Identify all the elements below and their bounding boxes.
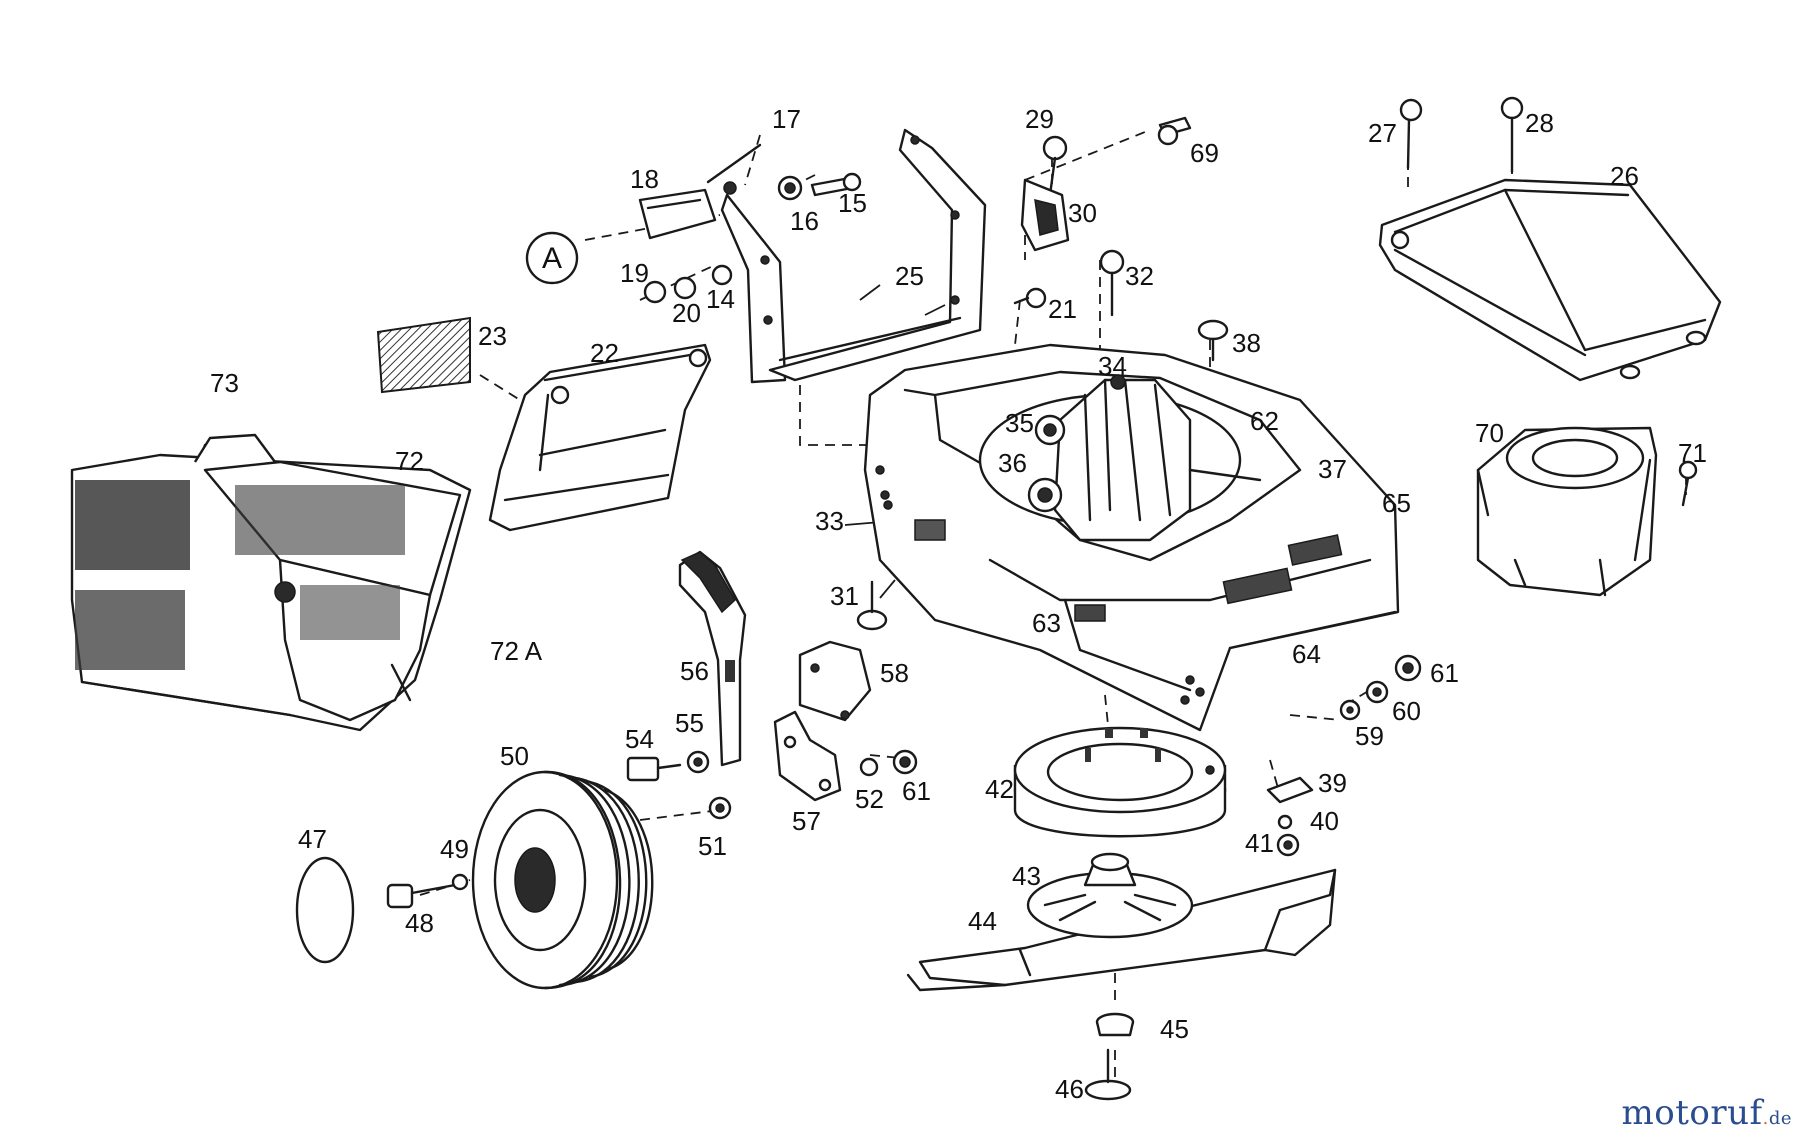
- watermark-brand: motoruf: [1621, 1093, 1763, 1133]
- screws-deck: [856, 249, 1229, 631]
- label-51: 51: [698, 831, 727, 861]
- label-71: 71: [1678, 438, 1707, 468]
- label-14: 14: [706, 284, 735, 314]
- watermark-logo: motoruf.de: [1621, 1093, 1792, 1133]
- label-54: 54: [625, 724, 654, 754]
- rear-flap: [488, 343, 712, 532]
- grass-catcher: [70, 433, 472, 732]
- label-29: 29: [1025, 104, 1054, 134]
- label-35: 35: [1005, 408, 1034, 438]
- label-60: 60: [1392, 696, 1421, 726]
- blade-clip: [1266, 776, 1314, 857]
- label-64: 64: [1292, 639, 1321, 669]
- label-72: 72: [395, 446, 424, 476]
- motor-cover: [1378, 96, 1722, 382]
- label-43: 43: [1012, 861, 1041, 891]
- label-27: 27: [1368, 118, 1397, 148]
- label-40: 40: [1310, 806, 1339, 836]
- label-19: 19: [620, 258, 649, 288]
- label-31: 31: [830, 581, 859, 611]
- height-adjuster: [626, 550, 918, 820]
- label-18: 18: [630, 164, 659, 194]
- label-26: 26: [1610, 161, 1639, 191]
- label-32: 32: [1125, 261, 1154, 291]
- label-52: 52: [855, 784, 884, 814]
- label-41: 41: [1245, 828, 1274, 858]
- label-73: 73: [210, 368, 239, 398]
- label-62: 62: [1250, 406, 1279, 436]
- watermark-tld: de: [1768, 1108, 1792, 1129]
- label-50: 50: [500, 741, 529, 771]
- callout-labels: A 17 18 15 16 19 20 14 25 29 30 69 27 28…: [210, 104, 1707, 1104]
- label-15: 15: [838, 188, 867, 218]
- label-ref-a: A: [542, 242, 562, 275]
- warning-label: [376, 316, 471, 394]
- label-21: 21: [1048, 294, 1077, 324]
- label-63: 63: [1032, 608, 1061, 638]
- label-42: 42: [985, 774, 1014, 804]
- label-72a: 72 A: [490, 636, 543, 666]
- switch-assembly: [1020, 116, 1192, 252]
- label-61-bottom: 61: [902, 776, 931, 806]
- label-30: 30: [1068, 198, 1097, 228]
- label-46: 46: [1055, 1074, 1084, 1104]
- label-56: 56: [680, 656, 709, 686]
- label-58: 58: [880, 658, 909, 688]
- fan-ring: [1013, 726, 1227, 838]
- fan-housing: [1476, 426, 1698, 597]
- label-65: 65: [1382, 488, 1411, 518]
- label-28: 28: [1525, 108, 1554, 138]
- label-59: 59: [1355, 721, 1384, 751]
- label-17: 17: [772, 104, 801, 134]
- label-61-top: 61: [1430, 658, 1459, 688]
- label-37: 37: [1318, 454, 1347, 484]
- label-45: 45: [1160, 1014, 1189, 1044]
- label-44: 44: [968, 906, 997, 936]
- label-20: 20: [672, 298, 701, 328]
- label-70: 70: [1475, 418, 1504, 448]
- handle-frame: [720, 128, 987, 384]
- label-25: 25: [895, 261, 924, 291]
- label-22: 22: [590, 338, 619, 368]
- wheel: [295, 770, 654, 990]
- label-69: 69: [1190, 138, 1219, 168]
- label-49: 49: [440, 834, 469, 864]
- label-23: 23: [478, 321, 507, 351]
- label-34: 34: [1098, 351, 1127, 381]
- label-39: 39: [1318, 768, 1347, 798]
- handle-bracket-assembly: [525, 143, 862, 304]
- label-47: 47: [298, 824, 327, 854]
- motor: [978, 374, 1262, 542]
- label-55: 55: [675, 708, 704, 738]
- label-38: 38: [1232, 328, 1261, 358]
- label-33: 33: [815, 506, 844, 536]
- label-57: 57: [792, 806, 821, 836]
- blade-assembly: [906, 852, 1337, 1101]
- washers-right: [1339, 654, 1422, 721]
- label-16: 16: [790, 206, 819, 236]
- label-36: 36: [998, 448, 1027, 478]
- label-48: 48: [405, 908, 434, 938]
